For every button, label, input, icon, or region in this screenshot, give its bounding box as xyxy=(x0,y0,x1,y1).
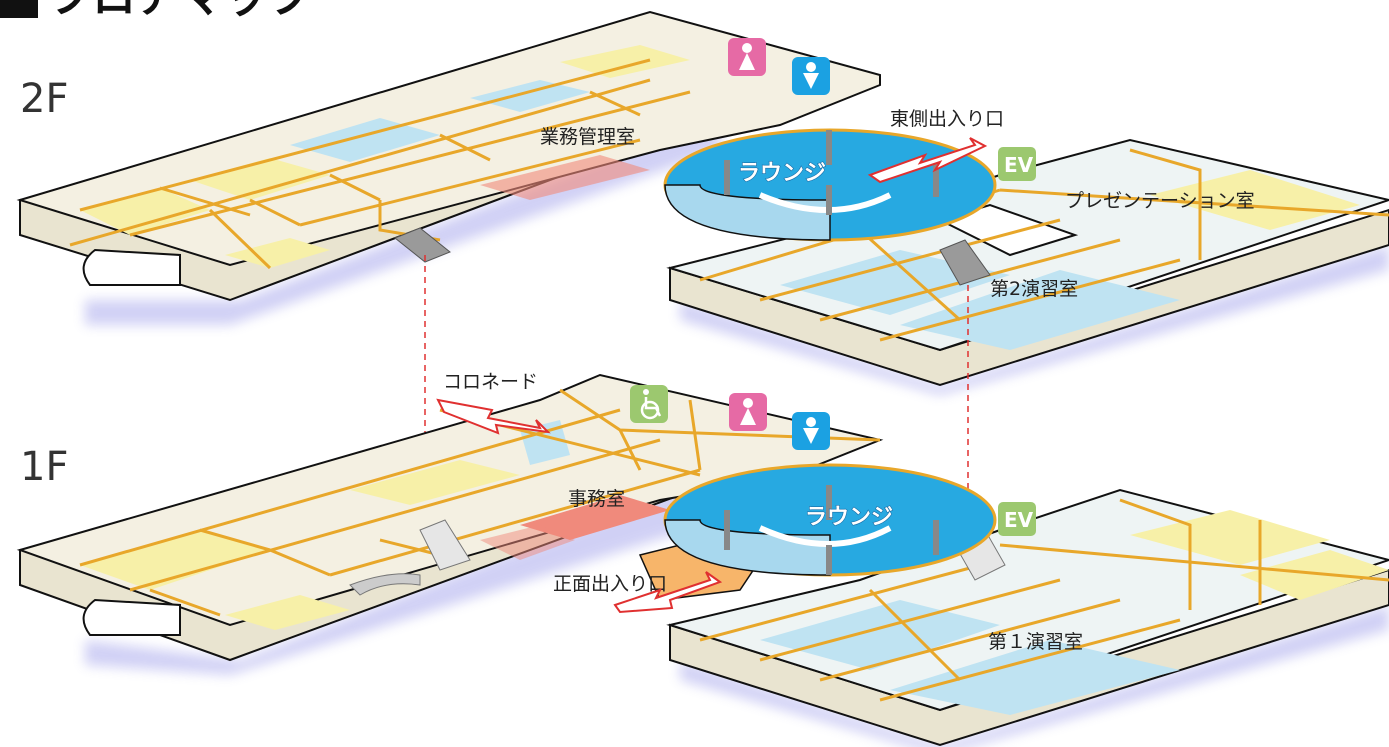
stairs-2f xyxy=(394,227,451,263)
presentation-room-label: プレゼンテーション室 xyxy=(1065,190,1255,212)
shadow-1f-right xyxy=(680,605,1389,747)
page-title: フロアマップ xyxy=(48,0,312,23)
title-marker xyxy=(0,0,38,18)
ev-1f-label: EV xyxy=(1004,508,1034,532)
stairs-1f xyxy=(419,519,471,571)
room-2f-office-red xyxy=(480,155,650,200)
shadow-2f-left xyxy=(85,115,720,325)
womens-restroom-2f-icon xyxy=(728,38,766,76)
colonnade-label: コロネード xyxy=(443,371,538,393)
floor-label-2f: 2F xyxy=(20,76,68,122)
pillar-1f-d xyxy=(826,545,832,575)
stairs-1f-curve xyxy=(349,573,421,596)
walls-1f-left xyxy=(79,388,881,617)
floor-2f: 2F xyxy=(16,10,1389,395)
shadow-2f-right xyxy=(680,245,1389,395)
room-2f-yellow-right xyxy=(1150,170,1360,230)
room-1f-yellow-b xyxy=(350,460,520,505)
room-1f-yellow-right xyxy=(1130,510,1330,565)
room-1f-blue-right xyxy=(760,600,1000,670)
ev-1f-icon xyxy=(998,502,1036,536)
pillar-2f-c xyxy=(933,162,939,197)
colonnade-arrow xyxy=(436,398,551,435)
room-1f-office-pink xyxy=(480,525,575,560)
ev-2f-icon xyxy=(998,147,1036,181)
pillar-1f-b xyxy=(826,485,832,520)
lounge-2f-label: ラウンジ xyxy=(738,161,826,186)
stairs-2f-right xyxy=(939,239,991,286)
east-entrance-arrow xyxy=(867,137,988,184)
wing-end-2f xyxy=(82,248,181,286)
main-entrance-arrow xyxy=(613,571,723,614)
office-label: 事務室 xyxy=(568,488,625,510)
walls-2f-left xyxy=(69,58,691,270)
shadow-1f-left xyxy=(85,470,720,675)
practice-room-2-label: 第2演習室 xyxy=(990,278,1078,300)
main-entrance-label: 正面出入り口 xyxy=(553,573,667,595)
room-2f-blue-right-b xyxy=(900,270,1180,350)
mens-restroom-1f-icon xyxy=(792,412,830,450)
practice-room-1-label: 第１演習室 xyxy=(988,631,1083,653)
wing-end-1f xyxy=(82,598,181,636)
pillar-2f-b xyxy=(826,130,832,165)
floor-label-1f: 1F xyxy=(20,444,68,490)
room-1f-yellow-right-b xyxy=(1240,550,1389,600)
business-office-label: 業務管理室 xyxy=(540,126,635,148)
walls-1f-right xyxy=(699,498,1389,702)
lounge-2f-wall xyxy=(664,184,831,241)
room-1f-yellow-a xyxy=(80,530,270,590)
room-2f-yellow-d xyxy=(560,45,690,78)
floor-1f: 1F ラウンジ 事務室 コロネード xyxy=(16,371,1389,747)
pillar-2f-a xyxy=(724,160,730,195)
pillar-1f-a xyxy=(724,510,730,550)
accessible-restroom-1f-icon xyxy=(630,385,668,423)
lounge-1f-inner xyxy=(758,525,892,547)
mens-restroom-2f-icon xyxy=(792,57,830,95)
room-2f-yellow-c xyxy=(225,238,330,268)
room-1f-blue-right-b xyxy=(890,640,1180,715)
room-1f-corridor-blue xyxy=(520,420,570,465)
east-entrance-label: 東側出入り口 xyxy=(890,108,1004,130)
pillar-2f-d xyxy=(826,185,832,215)
womens-restroom-1f-icon xyxy=(729,393,767,431)
room-2f-yellow-a xyxy=(80,188,210,235)
room-2f-blue-a xyxy=(290,118,440,162)
room-2f-yellow-b xyxy=(190,158,330,200)
lounge-1f-label: ラウンジ xyxy=(805,505,893,530)
pillar-1f-c xyxy=(933,520,939,555)
ev-2f-label: EV xyxy=(1004,153,1034,177)
room-2f-blue-b xyxy=(470,80,590,112)
room-1f-yellow-c xyxy=(225,595,350,630)
room-1f-office-red xyxy=(520,495,670,540)
